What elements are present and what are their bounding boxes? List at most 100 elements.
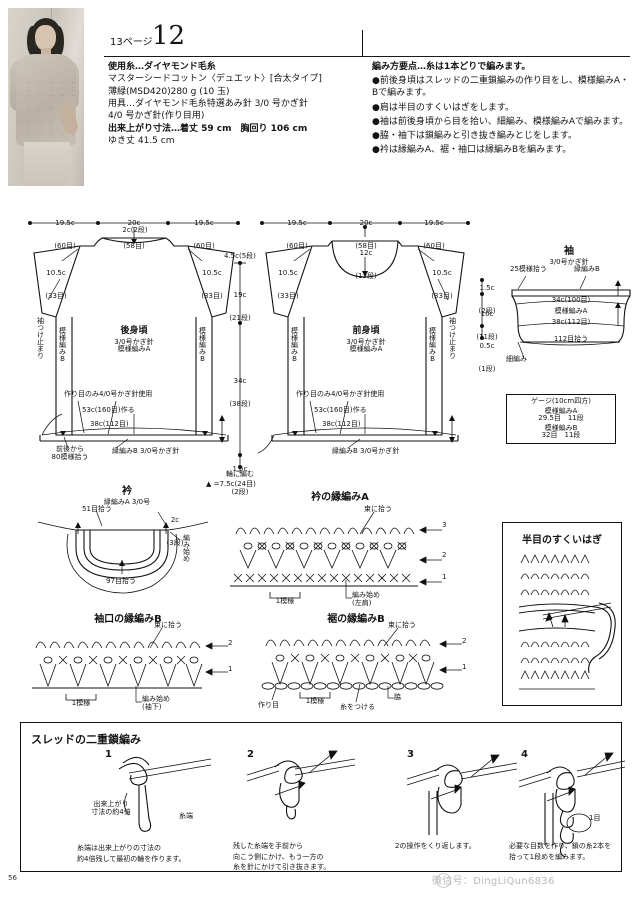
double-chain-step-3: 3 2の操作をくり返します。	[395, 749, 539, 867]
front-body-title-group: 前身頃 3/0号かぎ針 模様編みA	[320, 326, 412, 354]
collar-needle: 縁編みA 3/0号	[103, 498, 151, 506]
front-body-title: 前身頃	[352, 326, 380, 336]
front-side-label-right: 模様編みB	[428, 327, 437, 363]
body-dim: 34c (38段)	[229, 377, 251, 408]
collar-depth: 2c (3段)	[166, 516, 184, 547]
front-width-2: 19.5c (60目)	[423, 219, 445, 250]
double-chain-step-2: 2 残した糸端を手前から 向こう側にかけ、もう一方の 糸を針にかけて引き抜きます…	[233, 749, 377, 871]
gauge-value-0: 29.5目 11段	[538, 414, 584, 423]
materials-line-5: 出来上がり寸法…着丈 59 cm 胸回り 106 cm	[108, 123, 308, 134]
hem-edging-b-row-1: 1	[462, 663, 467, 671]
back-body-stitch: 模様編みA	[117, 345, 151, 354]
collar-edging-a-repeat: 1模様	[275, 597, 295, 605]
step-2-number: 2	[247, 749, 254, 760]
method-point-2: ●袖は前後身頃から目を拾い、細編み、模様編みAで編みます。	[372, 116, 629, 127]
collar-pickup-bottom: 97目拾う	[106, 577, 136, 585]
sleeve-pickup-pattern: 25模様拾う	[510, 265, 547, 273]
cuff-edging-b-chart: 袖口の縁編みB	[26, 610, 250, 720]
front-shoulder-right: 10.5c (33目)	[431, 269, 453, 300]
double-chain-box: スレッドの二重鎖編み 1 出来上がり 寸法の約4倍 糸端 糸端は出来上がりの寸法…	[20, 722, 626, 872]
hem-edging-b-attach-yarn: 糸をつける	[340, 703, 375, 711]
sleeve-dim-2: 0.5c (1段)	[478, 342, 496, 373]
back-body-needle: 3/0号かぎ針	[114, 337, 154, 346]
page-reference: 13ページ	[110, 37, 153, 48]
cuff-edging-b-title: 袖口の縁編みB	[94, 614, 162, 625]
back-body-title-group: 後身頃 3/0号かぎ針 模様編みA	[88, 326, 180, 354]
back-pickup-note: 前後から 80模様拾う	[51, 445, 89, 461]
sleeve-schematic: 袖 3/0号かぎ針 1.5c	[468, 242, 640, 372]
step-4-number: 4	[521, 749, 528, 760]
step-3-number: 3	[407, 749, 414, 760]
seam-box-title: 半目のすくいはぎ	[522, 535, 602, 546]
hem-dim: 1.5c (2段)	[231, 465, 249, 496]
design-number: 12	[152, 21, 186, 51]
back-side-label-left: 模様編みB	[58, 327, 67, 363]
shoulder-slope-dim: 4.5c(5段)	[224, 252, 256, 260]
front-caston: 53c(160目)作る	[314, 406, 367, 414]
collar-schematic: 衿 縁編みA 3/0号 51目拾う	[32, 482, 212, 602]
hem-edging-b-title: 裾の縁編みB	[327, 614, 385, 625]
hem-edging-b-row-2: 2	[462, 637, 467, 645]
watermark-icon	[436, 873, 451, 888]
watermark-text: 微信号：DingLiQun6836	[432, 876, 555, 887]
hem-edging-b-pickup: 束に拾う	[388, 621, 416, 629]
sleeve-dim-1: 10c (11段)	[476, 310, 498, 341]
step-1-label-0: 出来上がり 寸法の約4倍	[91, 800, 131, 816]
method-point-1: ●肩は半目のすくいはぎをします。	[372, 102, 514, 113]
collar-title: 衿	[122, 486, 132, 497]
cuff-edging-b-pickup: 束に拾う	[154, 621, 182, 629]
triangle-note: ▲ =7.5c(24目)	[206, 480, 256, 488]
method-point-4: ●衿は縁編みA、裾・袖口は縁編みBを編みます。	[372, 145, 572, 156]
method-list: 編み方要点…糸は1本どりで編みます。 ●前後身頃はスレッドの二重鎖編みの作り目を…	[372, 62, 630, 156]
front-body-schematic: 19.5c (60目) 20c (58目) 19.5c (60目) 12c (1…	[252, 205, 478, 477]
collar-edging-a-chart: 衿の縁編みA	[226, 488, 484, 606]
collar-edging-a-row-2: 2	[442, 551, 447, 559]
gauge-box: ゲージ(10cm四方) 模様編みA 29.5目 11段 模様編みB 32目 11…	[506, 394, 616, 444]
gauge-pattern-0: 模様編みA	[544, 406, 578, 415]
back-neck-depth: 2c(2段)	[122, 226, 148, 234]
materials-line-0: 使用糸…ダイヤモンド毛糸	[108, 62, 216, 72]
front-width-0: 19.5c (60目)	[286, 219, 308, 250]
yoke-dim: 19c (21段)	[229, 291, 251, 322]
method-point-3: ●脇・袖下は鎖編みと引き抜き編みとじをします。	[372, 130, 577, 141]
back-hem-edging: 縁編みB 3/0号かぎ針	[112, 447, 180, 455]
front-hem-edging: 縁編みB 3/0号かぎ針	[332, 447, 400, 455]
collar-edging-a-title: 衿の縁編みA	[311, 492, 369, 503]
step-1-number: 1	[105, 749, 112, 760]
sleeve-stitch-a: 模様編みA	[554, 307, 588, 315]
step-2-caption: 残した糸端を手前から 向こう側にかけ、もう一方の 糸を針にかけて引き抜きます。	[233, 842, 331, 871]
front-side-label-left: 模様編みB	[290, 327, 299, 363]
sleeve-needle: 3/0号かぎ針	[549, 258, 589, 266]
hem-edging-b-chart: 裾の縁編みB	[256, 610, 492, 720]
collar-title-group: 衿 縁編みA 3/0号	[72, 482, 182, 507]
materials-line-2: 薄緑(MSD420)280 g (10 玉)	[108, 86, 230, 97]
back-shoulder-left: 10.5c (33目)	[45, 269, 67, 300]
sleeve-pickup-sts: 112目拾う	[553, 335, 589, 343]
back-body-title: 後身頃	[120, 326, 148, 336]
collar-edging-a-pickup: 束に拾う	[364, 505, 392, 513]
double-chain-step-4: 4	[509, 749, 640, 867]
back-hem-width: 38c(112目)	[90, 420, 129, 428]
sleeve-width-top: 34c(100目)	[551, 296, 591, 304]
method-point-0: ●前後身頃はスレッドの二重鎖編みの作り目をし、模様編みA・Bで編みます。	[372, 76, 630, 99]
back-caston-note: 作り目のみ4/0号かぎ針使用	[64, 390, 153, 398]
collar-edging-a-row-1: 1	[442, 573, 447, 581]
materials-line-4: 4/0 号かぎ針(作り目用)	[108, 111, 205, 122]
materials-line-6: ゆき丈 41.5 cm	[108, 136, 175, 147]
front-hem-width: 38c(112目)	[322, 420, 361, 428]
model-photo	[8, 8, 84, 186]
sleeve-title-group: 袖 3/0号かぎ針	[514, 242, 624, 267]
front-shoulder-left: 10.5c (33目)	[277, 269, 299, 300]
center-dimension-chain: 4.5c(5段) 19c (21段) 34c (38段) 1.5c (2段) 輪…	[212, 205, 274, 495]
cuff-edging-b-repeat: 1模様	[71, 699, 91, 707]
gauge-pattern-1: 模様編みB	[544, 423, 578, 432]
method-title: 編み方要点…糸は1本どりで編みます。	[372, 62, 531, 72]
step-1-caption: 糸端は出来上がりの寸法の 約4倍残して最初の輪を作ります。	[77, 844, 186, 863]
sleeve-single-crochet: 細編み	[506, 355, 527, 363]
materials-line-3: 用具…ダイヤモンド毛糸特選あみ針 3/0 号かぎ針	[108, 99, 308, 110]
collar-pickup-top: 51目拾う	[82, 505, 112, 513]
sleeve-title: 袖	[564, 246, 574, 257]
hem-edging-b-repeat: 1模様	[305, 697, 325, 705]
step-4-caption: 必要な目数を作り、鎖の糸2本を 拾って1段めを編みます。	[509, 842, 612, 861]
